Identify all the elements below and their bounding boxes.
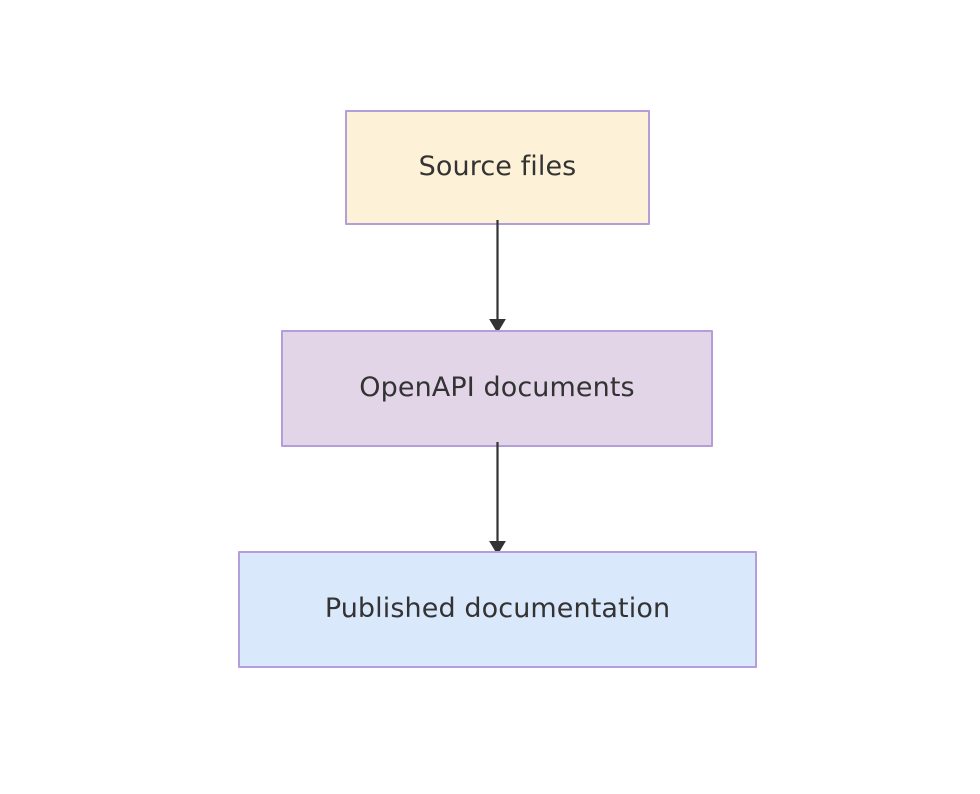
flow-node-published-documentation[interactable]: Published documentation [238,551,757,668]
arrowhead-icon [489,541,506,555]
flow-edge-source-to-openapi [489,220,506,333]
flow-node-label-openapi-documents: OpenAPI documents [359,372,635,404]
flow-edge-openapi-to-published [489,442,506,555]
flow-node-openapi-documents[interactable]: OpenAPI documents [281,330,713,447]
flow-node-label-published-documentation: Published documentation [324,593,671,625]
flow-node-label-source-files: Source files [418,151,577,183]
arrowhead-icon [489,319,506,333]
flow-node-source-files[interactable]: Source files [345,110,650,225]
